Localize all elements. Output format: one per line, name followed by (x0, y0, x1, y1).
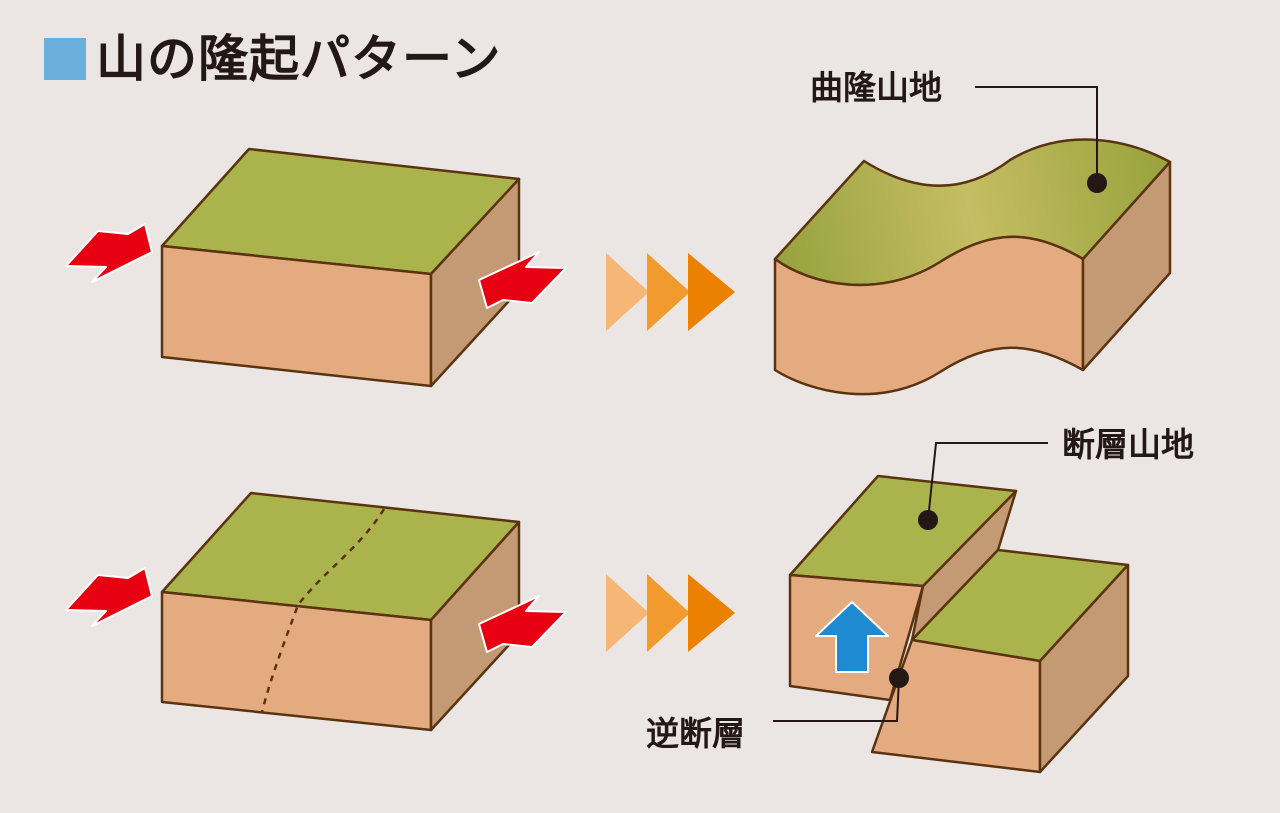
compression-arrow-icon (65, 567, 153, 627)
reverse-fault-label: 逆断層 (646, 714, 745, 753)
square-marker-icon (44, 38, 86, 80)
compression-arrow-icon (478, 595, 567, 653)
fault-mountain-block (788, 474, 1130, 774)
step-arrow-group (606, 574, 735, 652)
title-block: 山の隆起パターン (44, 34, 502, 84)
fold-mountain-leader (975, 86, 1098, 183)
flat-block-bottom (160, 491, 521, 732)
uplift-arrow-icon (815, 601, 889, 673)
step-arrow-group (606, 253, 735, 331)
fold-mountain-block (773, 138, 1172, 396)
compression-arrow-icon (478, 251, 567, 309)
fault-mountain-label: 断層山地 (1062, 425, 1194, 464)
step-arrow-icon (647, 574, 690, 652)
step-arrow-icon (688, 574, 735, 652)
step-arrow-icon (606, 253, 649, 331)
page-title: 山の隆起パターン (96, 30, 502, 88)
step-arrow-icon (647, 253, 690, 331)
fold-mountain-label: 曲隆山地 (810, 68, 942, 107)
fold-side-face (1081, 160, 1172, 372)
step-arrow-icon (688, 253, 735, 331)
flat-block-top (160, 147, 521, 388)
compression-arrow-icon (65, 223, 153, 283)
fault-mountain-leader (927, 442, 1048, 521)
fault-dotted-line (260, 508, 386, 713)
reverse-fault-leader (773, 677, 900, 722)
lower-side-face (1038, 563, 1130, 774)
step-arrow-icon (606, 574, 649, 652)
